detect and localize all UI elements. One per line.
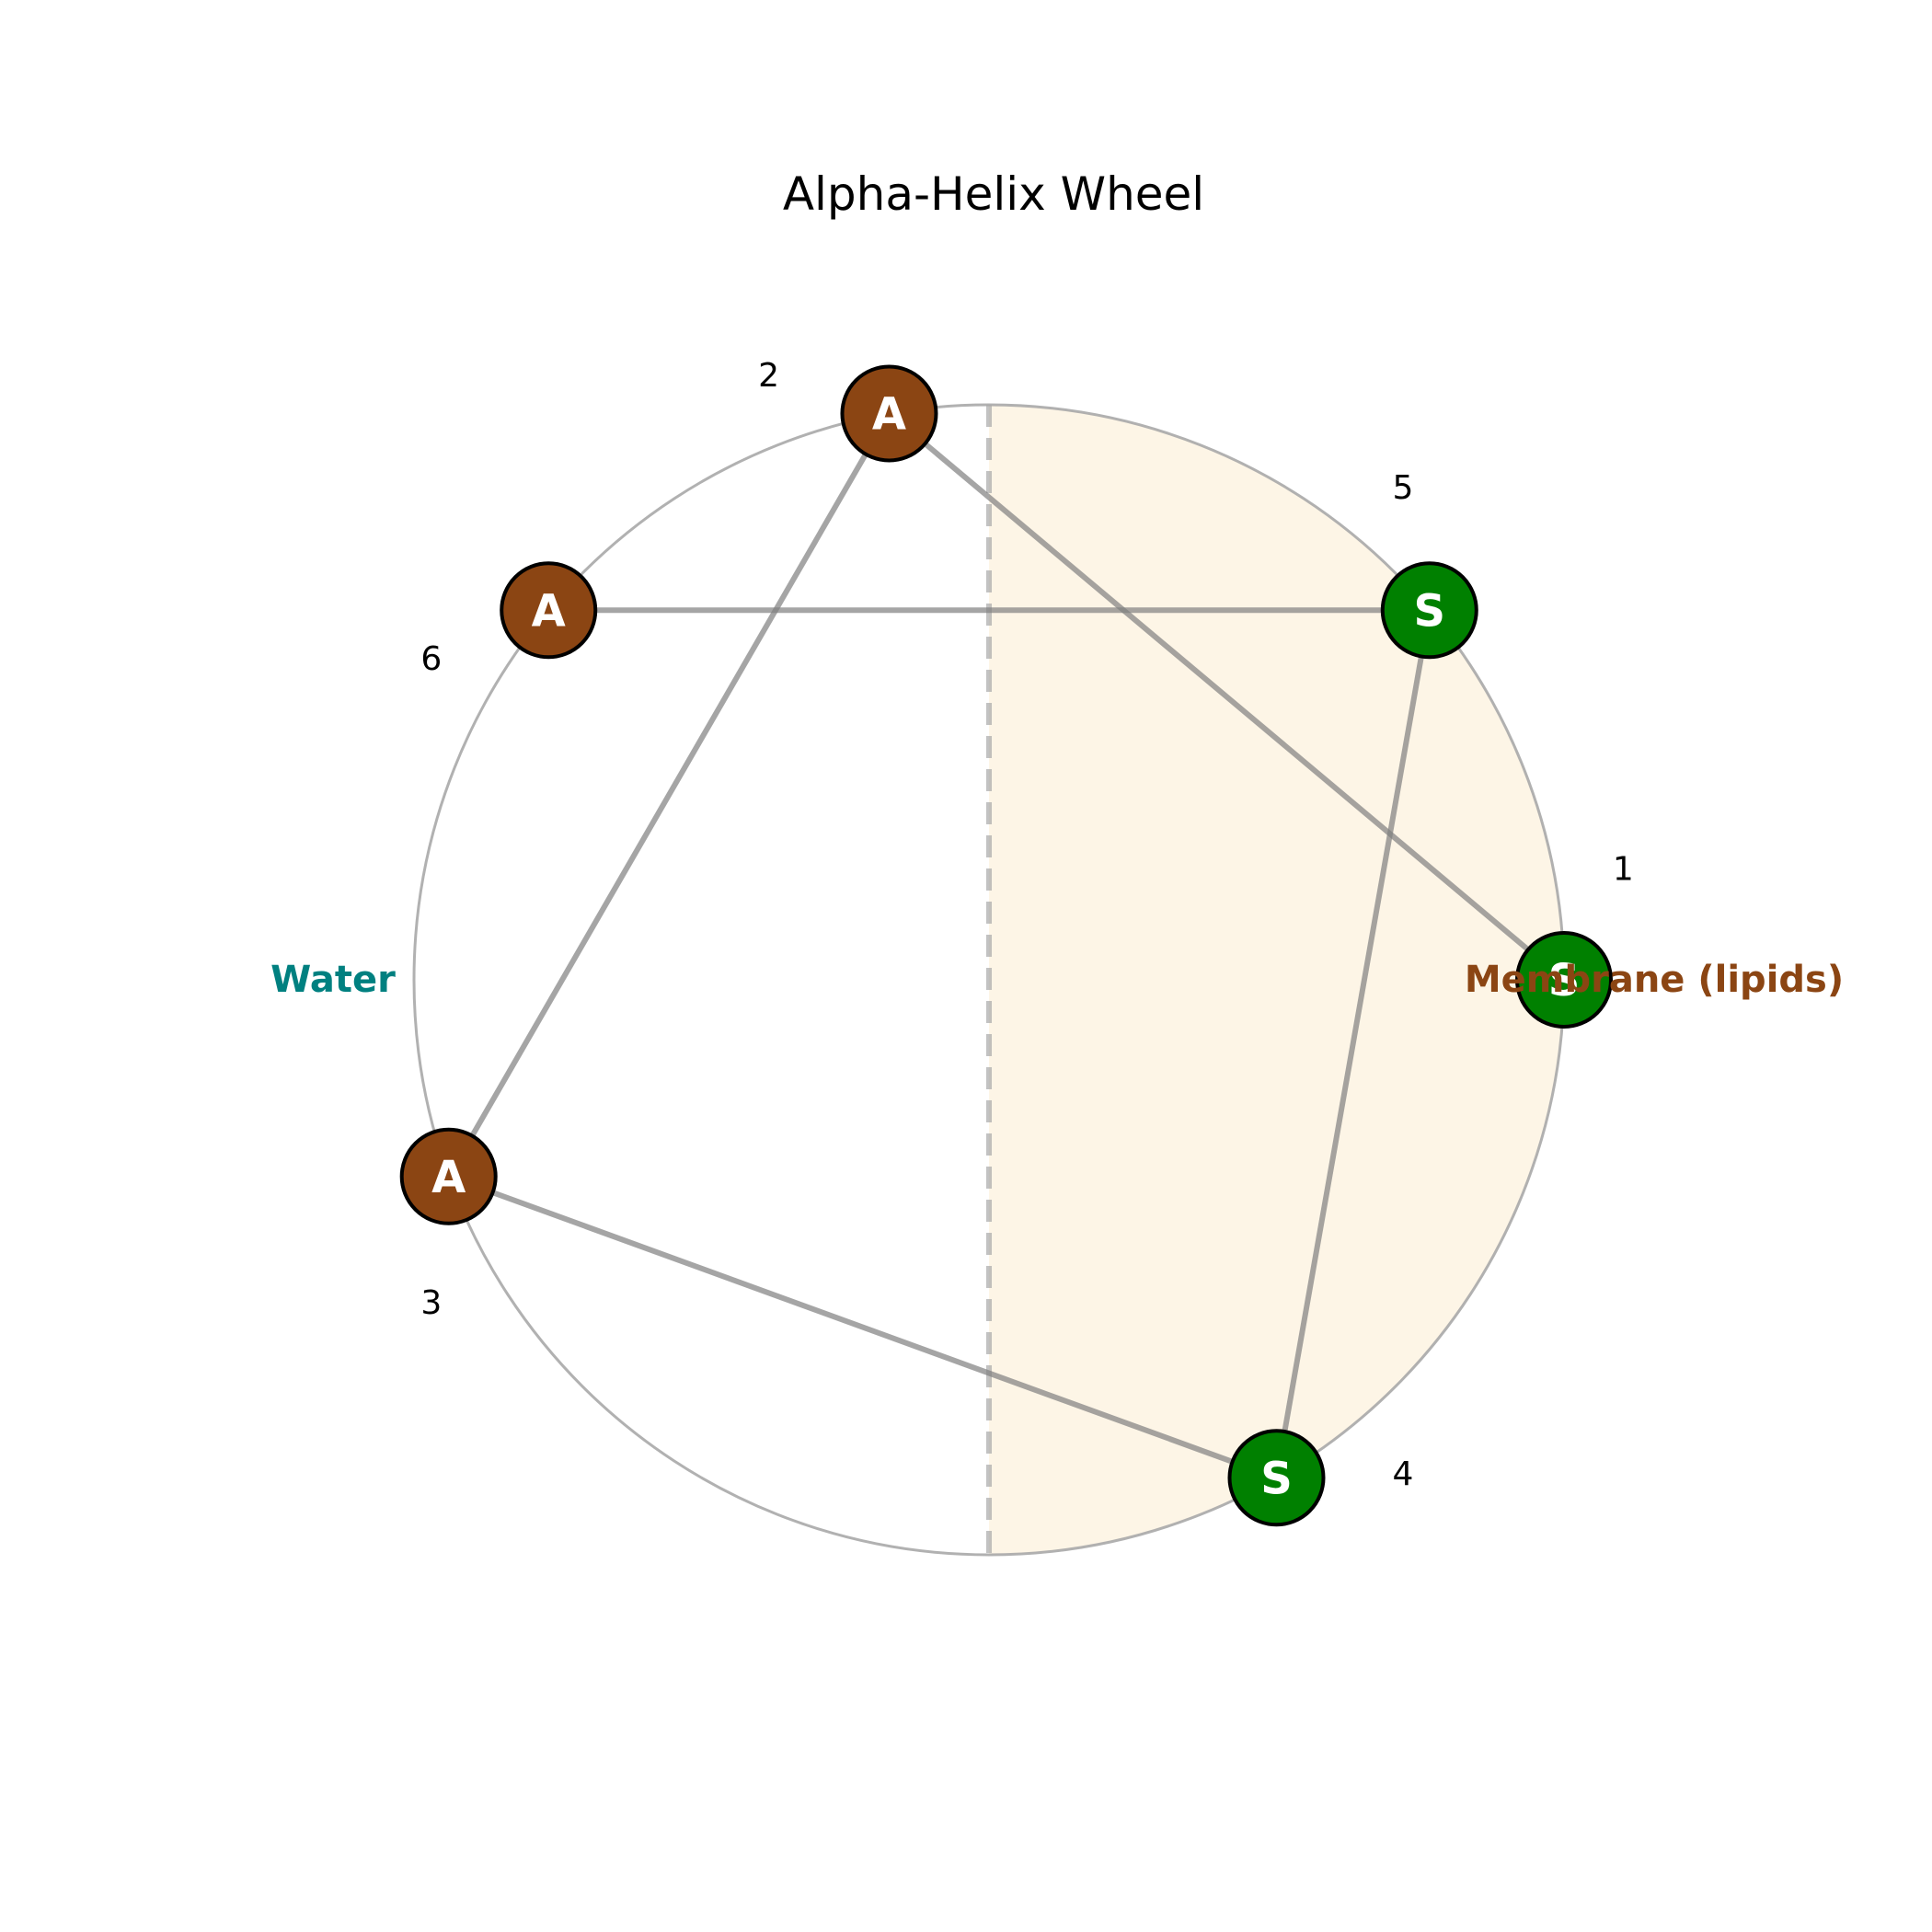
residue-index: 2 [758,357,779,395]
connection-line [446,411,892,1179]
residue-connections [446,411,1566,1481]
residue-circle [399,1127,498,1225]
residue-circle [1227,1429,1326,1527]
connection-line [1273,609,1432,1478]
residue-index: 4 [1392,1455,1413,1493]
residue-index: 1 [1613,850,1634,888]
residue-index: 5 [1392,469,1413,507]
diagram-title: Alpha-Helix Wheel [783,167,1204,221]
residue-letter: S [1260,1453,1293,1504]
residue-circle [500,561,598,660]
residue-node: S1 [1515,850,1634,1029]
residue-letter: A [872,388,906,440]
residue-node: A2 [758,357,938,463]
residue-index: 3 [420,1284,442,1322]
connection-line [447,1173,1278,1481]
residue-letter: S [1548,955,1581,1006]
residue-circle [1515,931,1613,1029]
membrane-face-shading [989,405,1564,1555]
residue-letter: A [532,585,566,637]
residue-index: 6 [420,640,442,678]
residue-letter: A [431,1152,466,1203]
residue-node: S5 [1380,469,1478,660]
membrane-side-label: Membrane (lipids) [1465,959,1844,1001]
residue-circle [840,364,938,463]
residue-node: A6 [420,561,598,678]
residue-circle [1380,561,1478,660]
residue-node: A3 [399,1127,498,1322]
water-side-label: Water [270,959,396,1001]
residue-letter: S [1413,585,1445,637]
connection-line [887,411,1566,983]
